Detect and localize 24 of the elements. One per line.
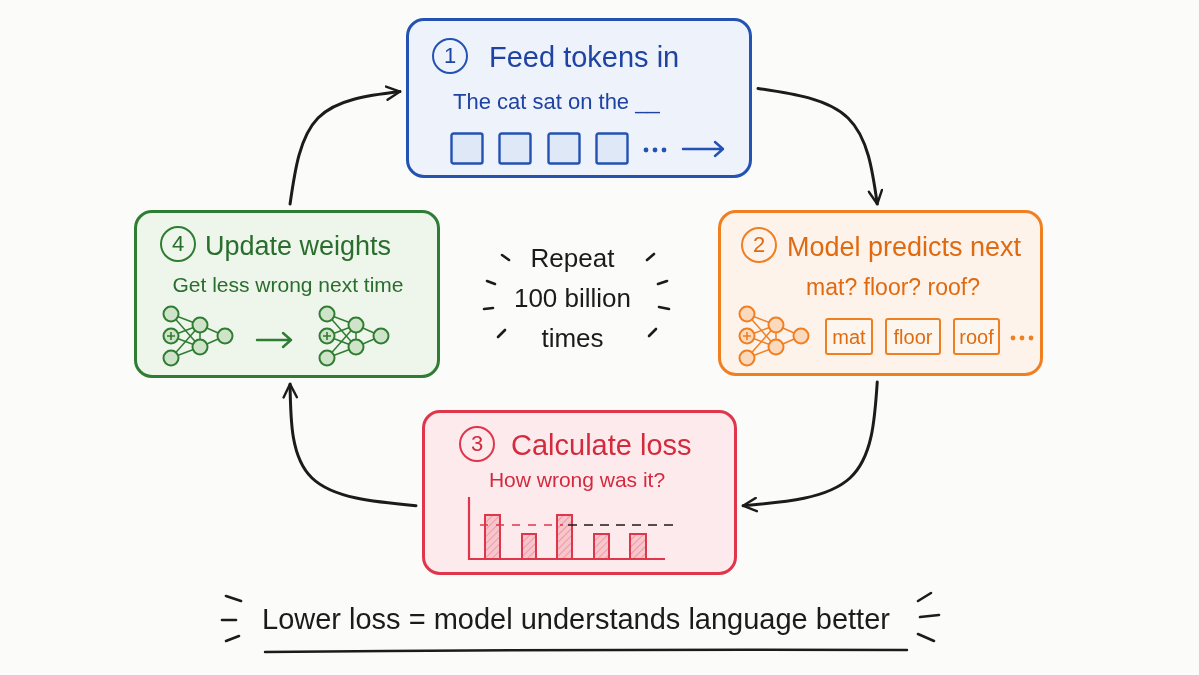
step-number: 4 (160, 226, 196, 262)
token-choice: roof (953, 318, 1000, 355)
cycle-arrow (741, 380, 879, 513)
cycle-arrow (756, 86, 884, 206)
step-title: Feed tokens in (489, 40, 680, 75)
step-title: Calculate loss (511, 428, 692, 463)
token-choice: floor (885, 318, 941, 355)
token-choice: mat (825, 318, 873, 355)
takeaway-text: Lower loss = model understands language better (262, 602, 890, 637)
step-subtitle: Get less wrong next time (172, 272, 404, 298)
step-card (406, 18, 752, 178)
cycle-arrow (288, 85, 402, 206)
step-subtitle: The cat sat on the __ (453, 89, 660, 115)
step-number: 3 (459, 426, 495, 462)
step-card (718, 210, 1043, 376)
step-number: 2 (741, 227, 777, 263)
repeat-note: Repeat 100 billion times (512, 242, 633, 355)
step-number: 1 (432, 38, 468, 74)
step-card (134, 210, 440, 378)
step-subtitle: How wrong was it? (488, 467, 666, 493)
step-subtitle: mat? floor? roof? (806, 274, 980, 300)
cycle-arrow (282, 382, 418, 508)
step-title: Update weights (205, 230, 392, 263)
step-title: Model predicts next (787, 231, 1022, 264)
